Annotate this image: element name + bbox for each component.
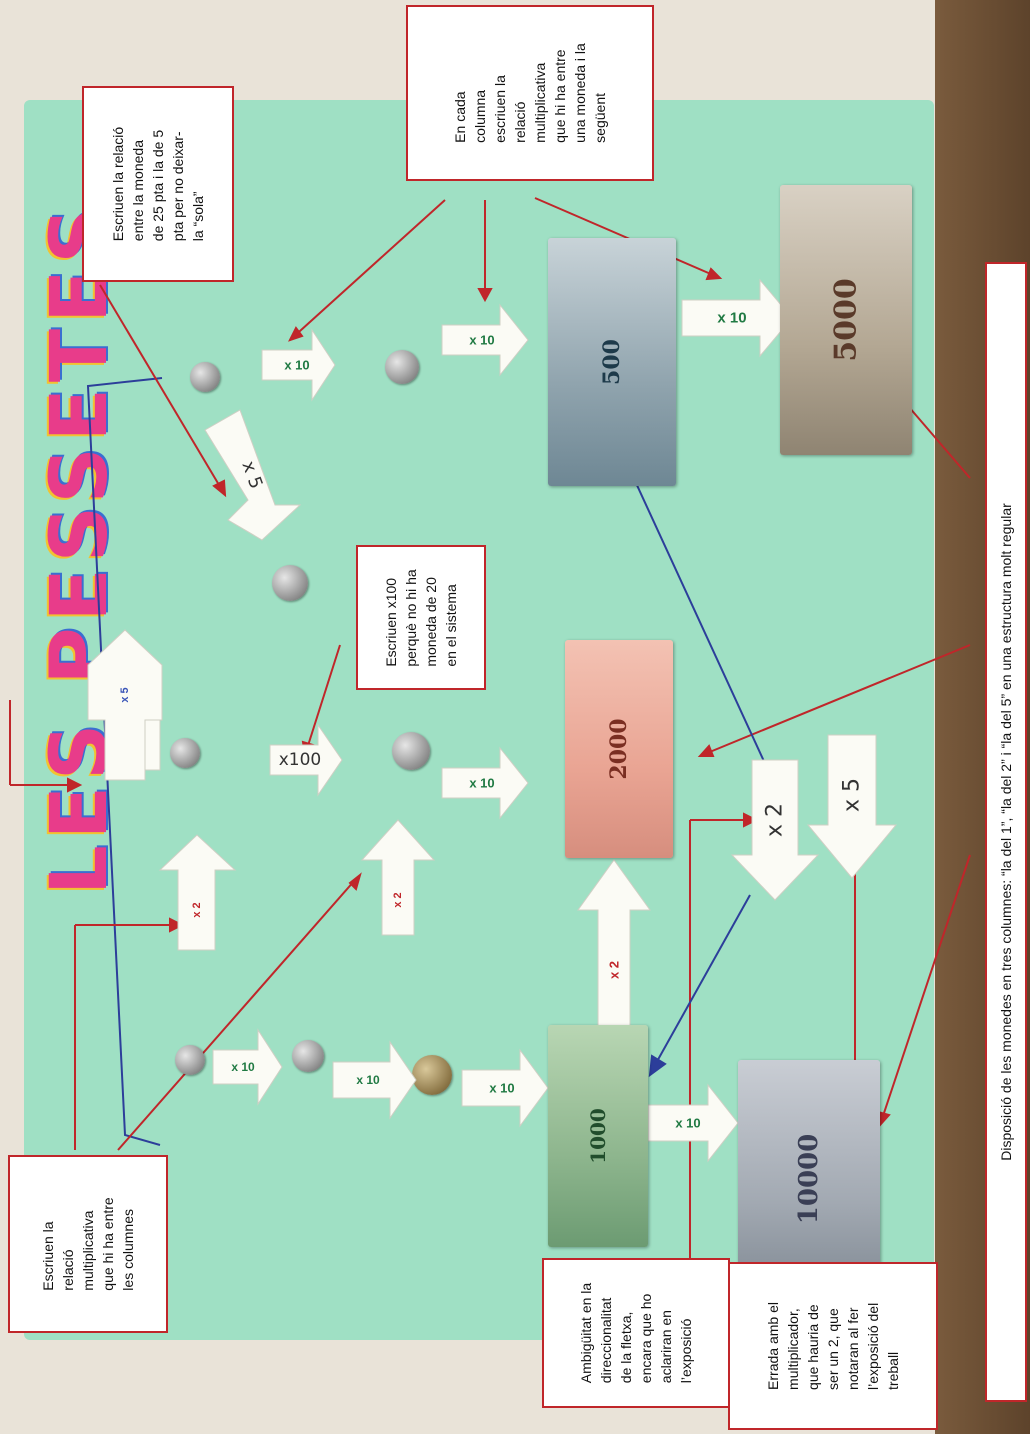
coin-50-pta <box>292 1040 324 1072</box>
banknote-1000: 1000 <box>548 1025 648 1247</box>
coin-1-pta-b <box>175 1045 205 1075</box>
arrow-x2-c: x 2 <box>606 960 622 980</box>
arrow-x10-mid: x 10 <box>469 775 495 791</box>
arrow-x100: x100 <box>278 750 322 770</box>
coin-200-pta <box>392 732 430 770</box>
coin-5-pta <box>170 738 200 768</box>
coin-1-pta <box>190 362 220 392</box>
coin-10-pta <box>385 350 419 384</box>
arrow-big-x5: x 5 <box>839 777 865 813</box>
arrow-x10-top-c: x 10 <box>717 309 747 327</box>
arrow-x5-diagonal: x 5 <box>237 458 267 492</box>
coin-100-pta <box>412 1055 452 1095</box>
banknote-10000: 10000 <box>738 1060 880 1298</box>
arrow-x2-b: x 2 <box>392 892 404 908</box>
arrow-x10-bottom-d: x 10 <box>675 1115 701 1131</box>
callout-three-columns: Disposició de les monedes en tres column… <box>985 262 1027 1402</box>
arrow-x10-bottom-b: x 10 <box>356 1073 380 1087</box>
arrow-x10-bottom-c: x 10 <box>489 1080 515 1096</box>
arrow-big-x2: x 2 <box>762 802 788 838</box>
arrow-x10-top-b: x 10 <box>469 332 495 348</box>
arrow-x5-top: x 5 <box>119 687 131 703</box>
banknote-5000: 5000 <box>780 185 912 455</box>
banknote-500: 500 <box>548 238 676 486</box>
arrow-x2-a: x 2 <box>190 902 203 918</box>
arrow-x10-top-a: x 10 <box>284 357 310 373</box>
banknote-2000: 2000 <box>565 640 673 858</box>
coin-25-pta <box>272 565 308 601</box>
arrow-x10-bottom-a: x 10 <box>231 1060 255 1074</box>
